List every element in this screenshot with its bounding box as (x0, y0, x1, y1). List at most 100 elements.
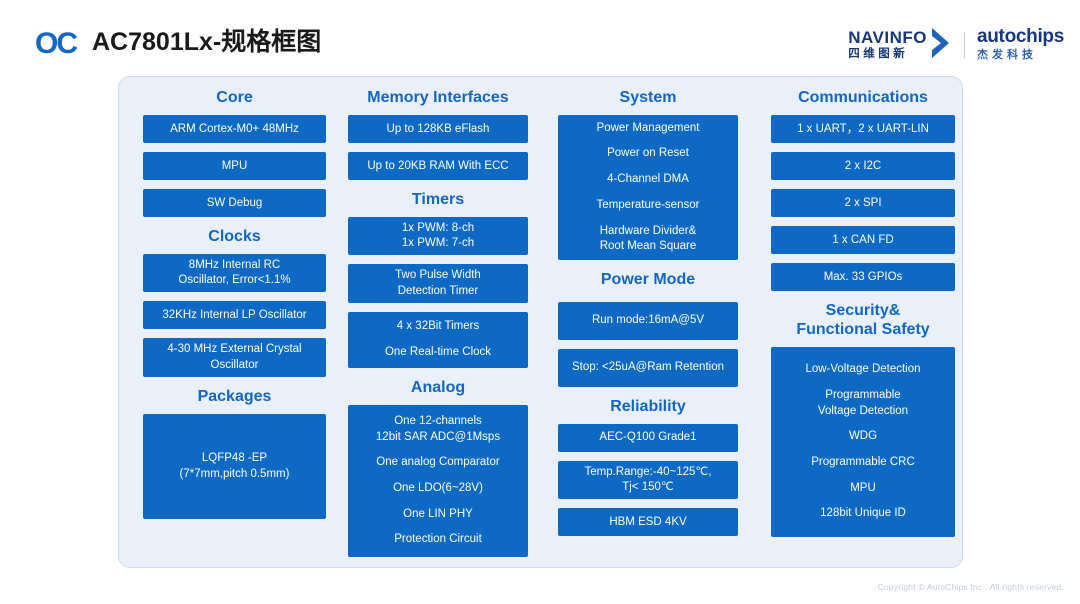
feature-line: 2 x SPI (844, 196, 882, 209)
feature-box[interactable]: SW Debug (143, 188, 326, 217)
section-title-power-mode: Power Mode (549, 271, 747, 290)
feature-line: One LIN PHY (403, 507, 473, 520)
navinfo-cn-label: 四维图新 (848, 47, 909, 60)
feature-line: Run mode:16mA@5V (591, 314, 705, 327)
feature-group: Hardware Divider&Root Mean Square (600, 224, 697, 254)
feature-box[interactable]: Stop: <25uA@Ram Retention (558, 348, 738, 387)
feature-box[interactable]: Run mode:16mA@5V (558, 301, 738, 340)
feature-line: One Real-time Clock (384, 346, 492, 359)
feature-group: One 12-channels 12bit SAR ADC@1Msps (376, 414, 500, 444)
feature-line: AEC-Q100 Grade1 (599, 431, 697, 444)
feature-line: SW Debug (206, 196, 263, 209)
feature-line: Hardware Divider& (599, 224, 697, 237)
feature-line: Low-Voltage Detection (805, 363, 921, 376)
feature-group: 4-Channel DMA (607, 172, 689, 187)
section-title-line: System (619, 89, 677, 106)
feature-box[interactable]: Temp.Range:-40~125℃,Tj< 150℃ (558, 460, 738, 500)
feature-line: Power on Reset (607, 147, 689, 160)
feature-line: Power Management (596, 121, 700, 134)
section-title-line: Clocks (208, 227, 261, 245)
feature-group: Protection Circuit (394, 532, 482, 547)
feature-line: MPU (850, 481, 876, 494)
feature-box[interactable]: 8MHz Internal RC Oscillator, Error<1.1% (143, 253, 326, 293)
feature-box[interactable]: 32KHz Internal LP Oscillator (143, 301, 326, 330)
feature-box[interactable]: 2 x SPI (771, 188, 955, 217)
feature-line: 2 x I2C (844, 159, 882, 172)
feature-line: Oscillator, Error<1.1% (178, 274, 291, 287)
autochips-logo: autochips 杰发科技 (977, 27, 1064, 62)
feature-box[interactable]: 2 x I2C (771, 151, 955, 180)
section-title-line: Reliability (610, 397, 686, 415)
section-title-packages: Packages (138, 388, 331, 407)
feature-box[interactable]: 1 x CAN FD (771, 225, 955, 254)
feature-group: 128bit Unique ID (820, 506, 906, 521)
feature-line: Two Pulse Width (395, 269, 481, 282)
feature-group: Programmable CRC (811, 455, 915, 470)
feature-line: 12bit SAR ADC@1Msps (375, 430, 501, 443)
section-title-communications: Communications (764, 89, 962, 108)
feature-line: Programmable CRC (811, 455, 915, 468)
feature-box[interactable]: Up to 128KB eFlash (348, 114, 528, 143)
feature-box[interactable]: MPU (143, 151, 326, 180)
feature-box[interactable]: Max. 33 GPIOs (771, 262, 955, 291)
section-title-line: Core (216, 89, 253, 106)
feature-group: Power on Reset (607, 146, 689, 161)
feature-line: 4 x 32Bit Timers (396, 320, 480, 333)
feature-box[interactable]: Up to 20KB RAM With ECC (348, 151, 528, 180)
page-title: AC7801Lx-规格框图 (92, 28, 322, 56)
feature-line: One LDO(6~28V) (393, 482, 483, 494)
autochips-en-label: autochips (976, 26, 1064, 48)
feature-box[interactable]: ARM Cortex-M0+ 48MHz (143, 114, 326, 143)
brand-lockup: NAVINFO 四维图新 autochips 杰发科技 (848, 24, 1064, 66)
feature-line: (7*7mm,pitch 0.5mm) (179, 467, 290, 480)
section-title-line: Analog (410, 378, 466, 396)
feature-group: One LIN PHY (403, 507, 473, 522)
oc-logo-icon: OC (35, 27, 78, 60)
section-title-system: System (549, 89, 747, 108)
feature-line: Temp.Range:-40~125℃, (584, 465, 712, 478)
feature-line: ARM Cortex-M0+ 48MHz (170, 122, 299, 135)
feature-line: 32KHz Internal LP Oscillator (162, 308, 307, 321)
feature-line: WDG (848, 430, 878, 443)
feature-line: Up to 128KB eFlash (386, 122, 490, 135)
section-title-line: Functional Safety (796, 320, 930, 338)
feature-line: 1 x UART，2 x UART-LIN (797, 122, 929, 135)
feature-group: One analog Comparator (376, 455, 499, 470)
feature-line: One 12-channels (394, 414, 482, 427)
feature-box[interactable]: LQFP48 -EP (7*7mm,pitch 0.5mm) (143, 413, 326, 519)
feature-line: 8MHz Internal RC (188, 258, 281, 271)
section-title-core: Core (138, 89, 331, 108)
feature-line: 1x PWM: 8-ch (401, 221, 475, 234)
section-title-line: Communications (798, 89, 928, 106)
feature-group: Low-Voltage Detection (805, 362, 920, 377)
feature-line: 1 x CAN FD (832, 233, 894, 246)
feature-line: 4-Channel DMA (607, 173, 689, 186)
feature-line: One analog Comparator (376, 456, 500, 469)
feature-line: LQFP48 -EP (201, 451, 268, 464)
section-title-line: Memory Interfaces (367, 89, 509, 106)
feature-line: Up to 20KB RAM With ECC (367, 159, 509, 172)
feature-group: Temperature-sensor (597, 198, 700, 213)
feature-group: Power Management (597, 121, 700, 136)
slide-header: OC AC7801Lx-规格框图 NAVINFO 四维图新 autochips … (0, 0, 1080, 76)
feature-box[interactable]: HBM ESD 4KV (558, 508, 738, 537)
brand-divider (963, 32, 965, 58)
section-title-memory-interfaces: Memory Interfaces (337, 89, 539, 108)
feature-box[interactable]: 1 x UART，2 x UART-LIN (771, 114, 955, 143)
feature-group: 4 x 32Bit Timers (397, 319, 479, 334)
feature-group: One LDO(6~28V) (393, 481, 483, 496)
section-title-line: Security& (825, 301, 901, 319)
feature-box[interactable]: AEC-Q100 Grade1 (558, 423, 738, 452)
navinfo-en-label: NAVINFO (848, 27, 927, 47)
section-title-security: Security&Functional Safety (764, 302, 962, 340)
